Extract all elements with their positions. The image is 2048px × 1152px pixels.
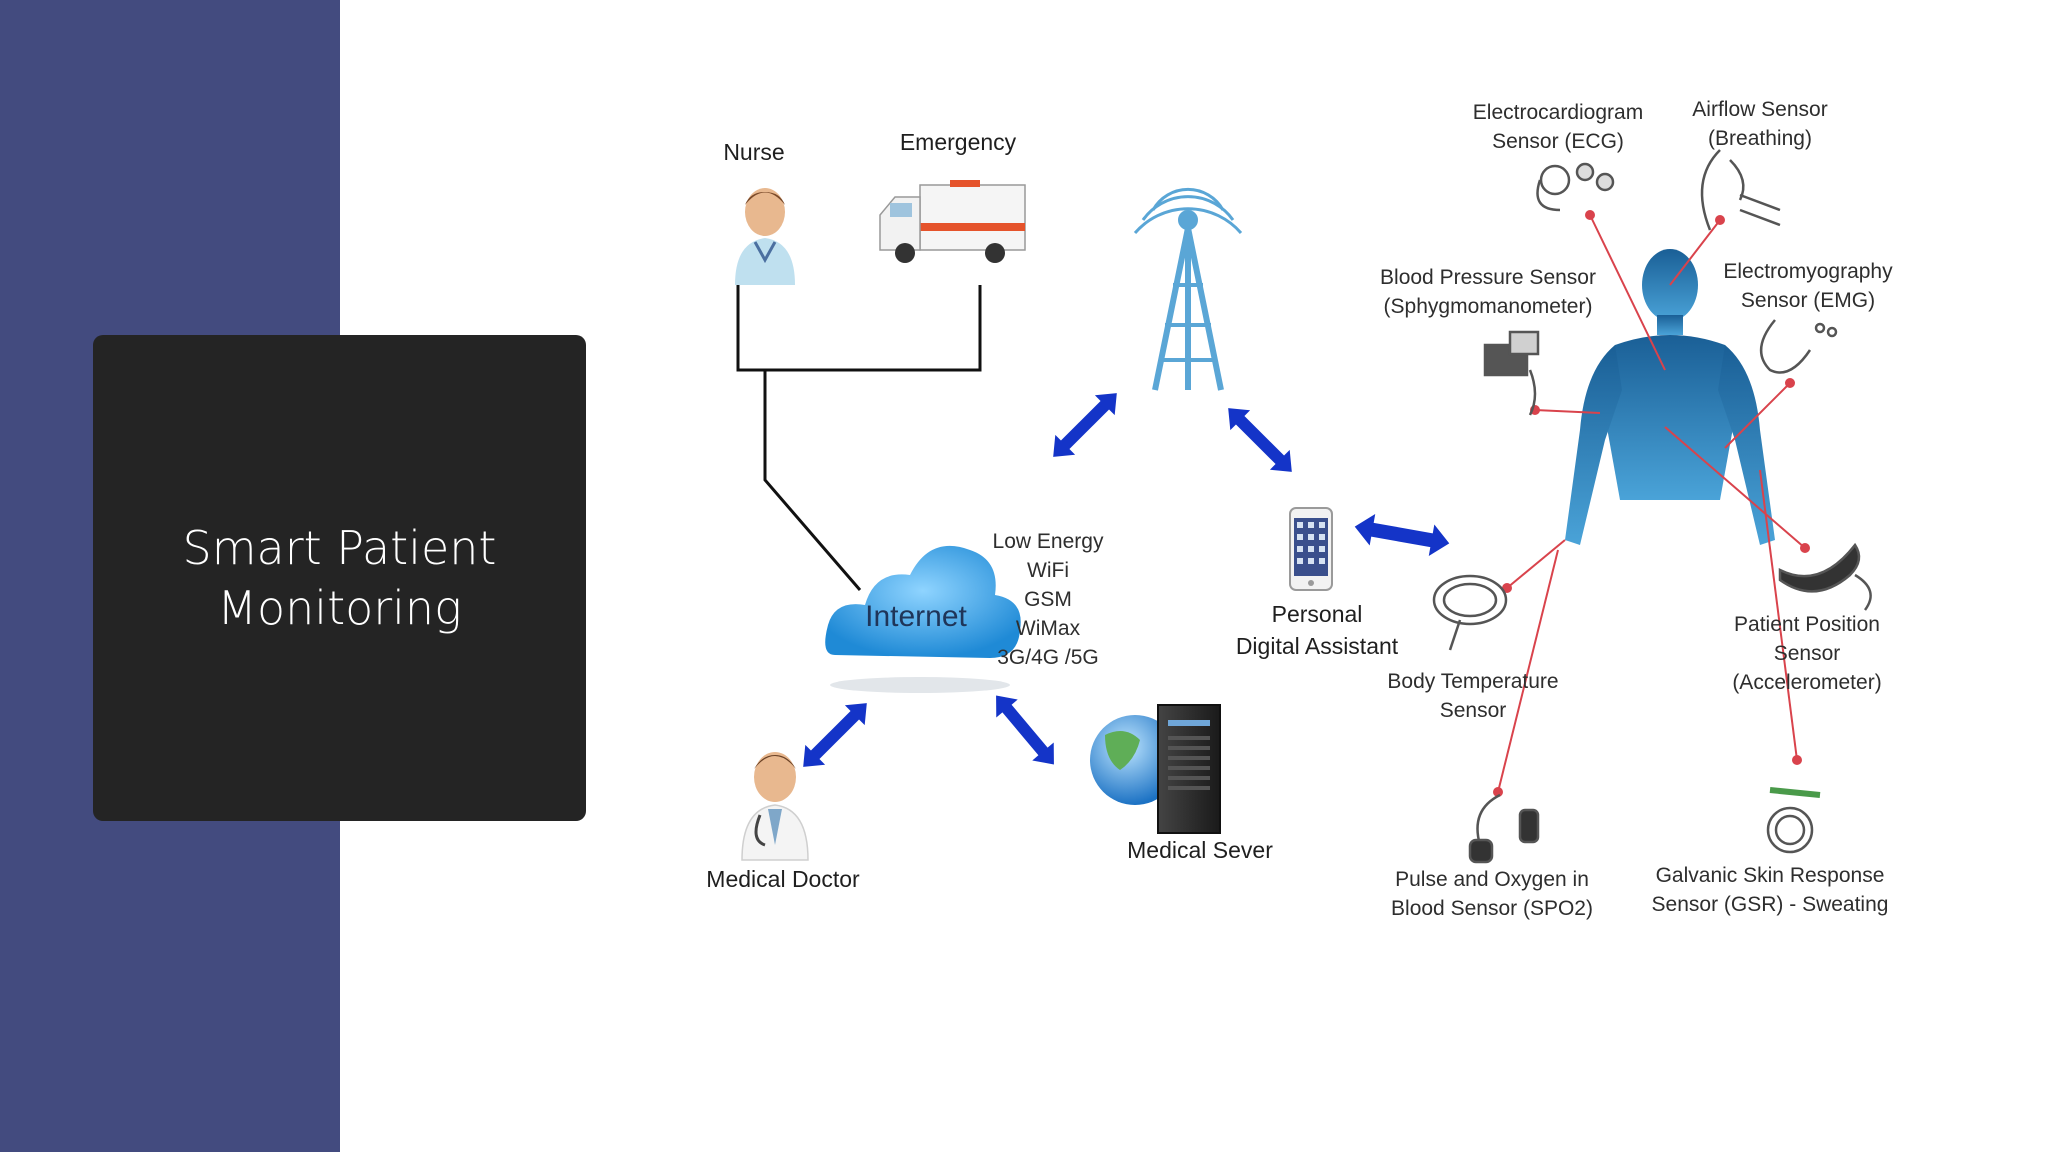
- medical-server-label: Medical Sever: [1127, 837, 1273, 863]
- spo2-sensor-label-1: Pulse and Oxygen in: [1395, 868, 1589, 891]
- protocol-label: WiFi: [1027, 559, 1069, 582]
- protocol-label: Low Energy: [992, 530, 1104, 553]
- title-card: Smart Patient Monitoring: [93, 335, 586, 821]
- temperature-sensor-label-2: Sensor: [1439, 699, 1507, 722]
- airflow-sensor-icon: [1700, 149, 1781, 231]
- care-team-connector: [736, 285, 982, 591]
- emg-sensor-icon: [1760, 319, 1838, 374]
- emg-sensor-label-2: Sensor (EMG): [1740, 289, 1876, 312]
- airflow-sensor-label-1: Airflow Sensor: [1692, 98, 1828, 121]
- temperature-sensor-icon: [1432, 574, 1508, 651]
- spo2-sensor-label-2: Blood Sensor (SPO2): [1391, 897, 1593, 920]
- ecg-sensor-label-1: Electrocardiogram: [1472, 101, 1644, 124]
- temperature-sensor-label-1: Body Temperature: [1387, 670, 1559, 693]
- cell-tower-icon: [1133, 187, 1243, 391]
- protocol-label: GSM: [1024, 588, 1072, 611]
- blood-pressure-sensor-icon: [1483, 330, 1540, 416]
- gsr-sensor-label-2: Sensor (GSR) - Sweating: [1651, 893, 1889, 916]
- protocol-label: WiMax: [1015, 617, 1081, 640]
- nurse-label: Nurse: [723, 139, 785, 165]
- medical-doctor-label: Medical Doctor: [706, 866, 860, 892]
- smartphone-icon: [1289, 507, 1333, 591]
- position-sensor-label-1: Patient Position: [1734, 613, 1880, 636]
- pulse-oximeter-icon: [1468, 793, 1540, 864]
- ecg-sensor-icon: [1536, 162, 1615, 212]
- position-sensor-label-2: Sensor: [1773, 642, 1841, 665]
- sensor-devices: [1432, 149, 1872, 864]
- medical-server-icon: [1090, 704, 1221, 834]
- ambulance-icon: [879, 180, 1026, 263]
- internet-cloud-icon: [825, 545, 1021, 693]
- pda-label-line-1: Personal: [1271, 601, 1363, 627]
- gsr-sensor-icon: [1766, 787, 1821, 854]
- bp-sensor-label-1: Blood Pressure Sensor: [1380, 266, 1596, 289]
- emg-sensor-label-1: Electromyography: [1723, 260, 1893, 283]
- monitoring-diagram: Nurse Emergency Internet Low Energy WiFi…: [680, 70, 1960, 950]
- protocol-label: 3G/4G /5G: [997, 646, 1099, 669]
- pda-label-line-2: Digital Assistant: [1235, 633, 1399, 659]
- ecg-sensor-label-2: Sensor (ECG): [1492, 130, 1624, 153]
- link-arrows: [803, 393, 1450, 767]
- slide-title-line-1: Smart Patient: [182, 521, 497, 575]
- gsr-sensor-label-1: Galvanic Skin Response: [1655, 864, 1885, 887]
- bp-sensor-label-2: (Sphygmomanometer): [1383, 295, 1593, 318]
- position-sensor-icon: [1778, 542, 1872, 611]
- doctor-icon: [741, 752, 809, 861]
- emergency-label: Emergency: [899, 129, 1017, 155]
- position-sensor-label-3: (Accelerometer): [1732, 671, 1882, 694]
- airflow-sensor-label-2: (Breathing): [1708, 127, 1812, 150]
- sensor-leads: [1493, 210, 1810, 797]
- slide-title-line-2: Monitoring: [217, 581, 462, 635]
- nurse-icon: [735, 188, 795, 285]
- diagram-graphics: [735, 149, 1872, 864]
- internet-label: Internet: [865, 600, 967, 633]
